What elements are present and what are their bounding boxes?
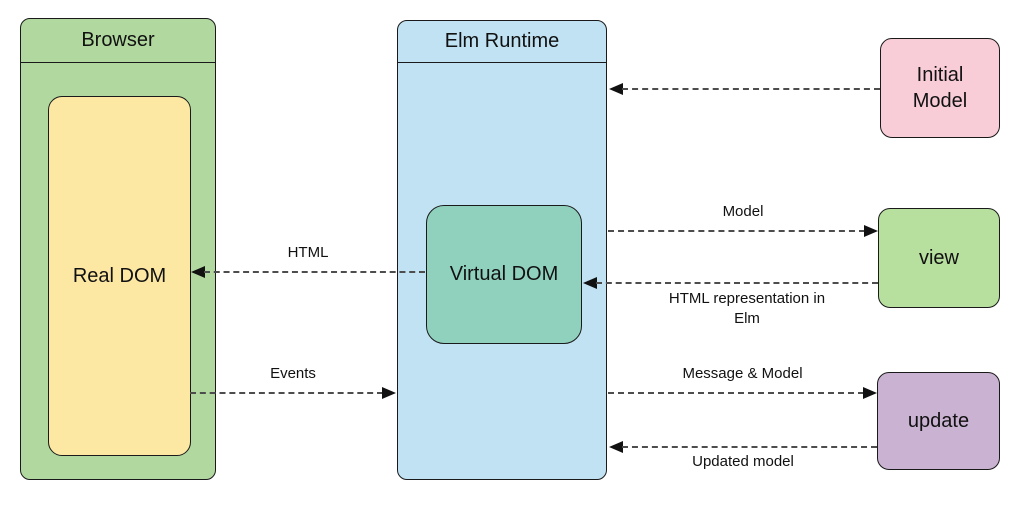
arrow-updated-model-label: Updated model bbox=[692, 453, 794, 470]
arrowhead-left-icon bbox=[609, 441, 623, 453]
view-node: view bbox=[878, 208, 1000, 308]
virtual-dom-node: Virtual DOM bbox=[426, 205, 582, 344]
arrowhead-left-icon bbox=[609, 83, 623, 95]
elm-runtime-title: Elm Runtime bbox=[444, 30, 560, 52]
browser-panel: Browser Real DOM bbox=[20, 18, 216, 480]
arrow-message-model-label: Message & Model bbox=[682, 365, 803, 382]
arrowhead-right-icon bbox=[863, 387, 877, 399]
view-label: view bbox=[918, 246, 959, 269]
dashed-line bbox=[622, 88, 880, 90]
dashed-line bbox=[596, 282, 878, 284]
elm-runtime-panel-header: Elm Runtime bbox=[398, 21, 606, 63]
browser-title: Browser bbox=[81, 29, 155, 51]
arrow-html-representation-label: HTML representation in Elm bbox=[668, 290, 826, 328]
dashed-line bbox=[204, 271, 425, 273]
dashed-line bbox=[190, 392, 383, 394]
real-dom-node: Real DOM bbox=[48, 96, 191, 456]
elm-runtime-panel: Elm Runtime Virtual DOM bbox=[397, 20, 607, 480]
arrowhead-left-icon bbox=[191, 266, 205, 278]
real-dom-label: Real DOM bbox=[72, 264, 167, 287]
dashed-line bbox=[608, 230, 865, 232]
dashed-line bbox=[608, 392, 864, 394]
initial-model-node: Initial Model bbox=[880, 38, 1000, 138]
initial-model-label: Initial Model bbox=[912, 64, 968, 112]
arrow-events-label: Events bbox=[270, 365, 316, 382]
update-node: update bbox=[877, 372, 1000, 470]
arrow-model-label: Model bbox=[722, 203, 764, 220]
update-label: update bbox=[907, 409, 970, 432]
virtual-dom-label: Virtual DOM bbox=[449, 263, 559, 285]
arrowhead-right-icon bbox=[864, 225, 878, 237]
arrowhead-left-icon bbox=[583, 277, 597, 289]
arrowhead-right-icon bbox=[382, 387, 396, 399]
browser-panel-header: Browser bbox=[21, 19, 215, 63]
arrow-html-label: HTML bbox=[287, 244, 329, 261]
dashed-line bbox=[622, 446, 877, 448]
